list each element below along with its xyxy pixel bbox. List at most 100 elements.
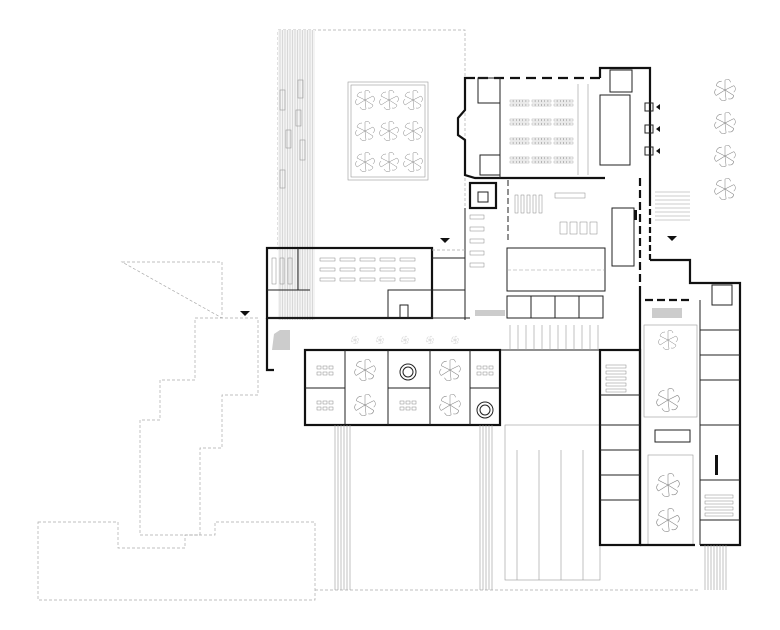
- seat: [566, 103, 570, 107]
- desk: [605, 388, 627, 393]
- seat: [563, 122, 567, 126]
- seat: [541, 160, 545, 164]
- desk: [399, 400, 405, 405]
- desk: [316, 406, 322, 411]
- desk: [316, 400, 322, 405]
- desk: [339, 257, 356, 262]
- seat: [522, 160, 526, 164]
- seat: [560, 118, 564, 122]
- tree-icon: [379, 152, 399, 172]
- desk: [359, 277, 376, 282]
- seat: [525, 118, 530, 122]
- desk: [704, 512, 734, 517]
- seat: [560, 137, 564, 141]
- room: [554, 295, 580, 319]
- seat: [509, 141, 514, 145]
- auditorium: [456, 66, 660, 200]
- seat: [519, 99, 523, 103]
- seat: [553, 103, 558, 107]
- seat: [544, 122, 548, 126]
- seat: [509, 160, 514, 164]
- seat: [516, 160, 520, 164]
- seat: [557, 103, 561, 107]
- seat: [516, 137, 520, 141]
- seat: [547, 137, 552, 141]
- seat: [513, 103, 517, 107]
- entrance-marker: [440, 238, 450, 243]
- seat: [541, 141, 545, 145]
- seat: [569, 103, 574, 107]
- seat: [525, 103, 530, 107]
- seat: [553, 160, 558, 164]
- seat: [535, 137, 539, 141]
- tree-icon: [376, 336, 384, 344]
- paving-strip: [278, 30, 315, 320]
- desk: [399, 267, 416, 272]
- desk: [322, 365, 328, 370]
- shelf: [287, 257, 293, 285]
- seat: [538, 156, 542, 160]
- desk: [379, 267, 396, 272]
- seat: [563, 118, 567, 122]
- seat: [547, 122, 552, 126]
- desk: [379, 257, 396, 262]
- seat: [553, 118, 558, 122]
- desk: [319, 277, 336, 282]
- seat: [560, 103, 564, 107]
- desk: [476, 371, 482, 376]
- seat: [519, 137, 523, 141]
- seat: [547, 141, 552, 145]
- room: [506, 295, 532, 319]
- seat: [516, 118, 520, 122]
- desk: [482, 371, 488, 376]
- seat: [541, 99, 545, 103]
- seat: [538, 118, 542, 122]
- tree-icon: [403, 152, 423, 172]
- tree-icon: [426, 336, 434, 344]
- table: [554, 192, 586, 199]
- seat: [538, 137, 542, 141]
- seat: [516, 141, 520, 145]
- seat: [544, 160, 548, 164]
- seat: [560, 156, 564, 160]
- tree-icon: [379, 121, 399, 141]
- seat: [513, 99, 517, 103]
- tree-icon: [379, 90, 399, 110]
- tree-icon: [401, 336, 409, 344]
- seat: [522, 99, 526, 103]
- seat: [566, 137, 570, 141]
- table: [469, 238, 485, 244]
- seat: [531, 160, 536, 164]
- desk: [322, 371, 328, 376]
- tree-icon: [355, 90, 375, 110]
- field: [504, 424, 601, 581]
- seat: [563, 137, 567, 141]
- desk: [319, 257, 336, 262]
- desk: [399, 257, 416, 262]
- seat: [563, 156, 567, 160]
- entrance-marker: [667, 236, 677, 241]
- seat: [566, 118, 570, 122]
- tree-icon: [351, 336, 359, 344]
- tree-icon: [451, 336, 459, 344]
- seat: [535, 160, 539, 164]
- seat: [538, 99, 542, 103]
- table: [469, 226, 485, 232]
- seat: [566, 156, 570, 160]
- perimeter-trees: [714, 79, 736, 200]
- seat: [519, 156, 523, 160]
- seat: [522, 118, 526, 122]
- seat: [557, 156, 561, 160]
- room: [578, 295, 604, 319]
- seat: [541, 137, 545, 141]
- desk: [704, 500, 734, 505]
- desk: [559, 221, 568, 235]
- tree-icon: [403, 121, 423, 141]
- table: [469, 214, 485, 220]
- desk: [339, 267, 356, 272]
- seat: [513, 118, 517, 122]
- seat: [519, 118, 523, 122]
- desk: [704, 494, 734, 499]
- bookshelf: [532, 194, 537, 214]
- seat: [569, 156, 574, 160]
